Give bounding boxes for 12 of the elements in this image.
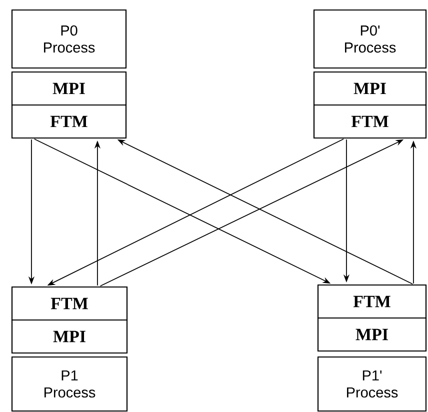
process-box: P1 Process	[11, 356, 128, 412]
layer-box: MPI	[317, 317, 427, 352]
process-box: P1' Process	[317, 356, 427, 412]
process-box: P0 Process	[11, 9, 127, 69]
layer-box: FTM	[313, 104, 427, 139]
layer-box: FTM	[11, 104, 127, 139]
layer-box: MPI	[11, 71, 127, 106]
layer-box: MPI	[11, 319, 128, 354]
layer-box: MPI	[313, 71, 427, 106]
layer-box: FTM	[317, 284, 427, 319]
process-box: P0' Process	[313, 9, 427, 69]
layer-box: FTM	[11, 286, 128, 321]
